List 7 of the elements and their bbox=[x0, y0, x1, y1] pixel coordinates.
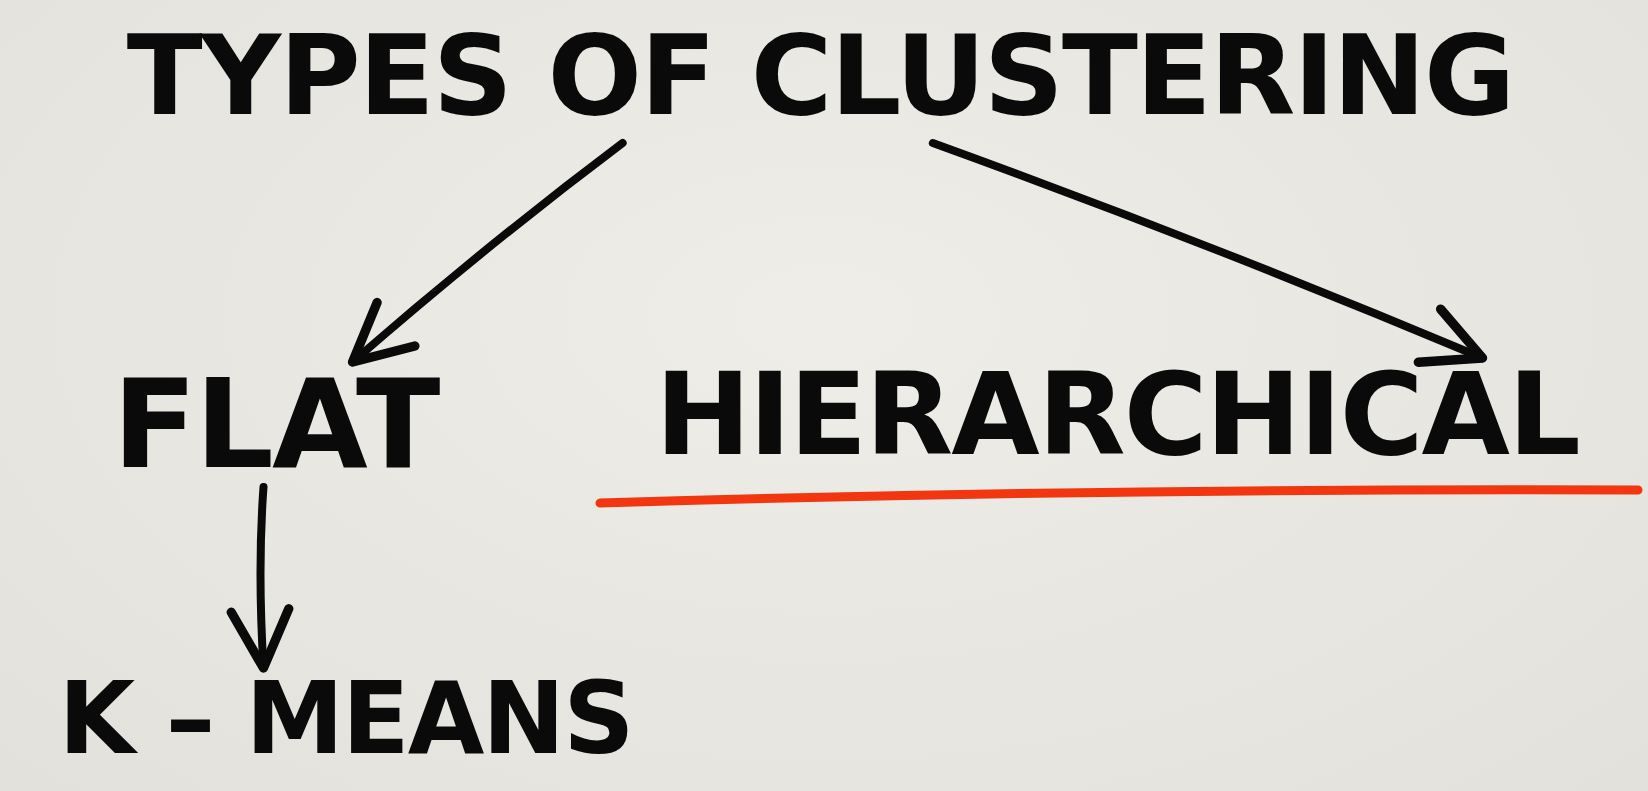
heading-text: TYPES OF CLUSTERING bbox=[126, 19, 1514, 132]
arrow bbox=[347, 139, 627, 367]
arrow bbox=[226, 483, 294, 673]
category-label: FLAT bbox=[112, 362, 439, 487]
method-label: K – MEANS bbox=[58, 668, 633, 768]
arrow bbox=[928, 139, 1488, 368]
category-label: HIERARCHICAL bbox=[655, 358, 1579, 473]
